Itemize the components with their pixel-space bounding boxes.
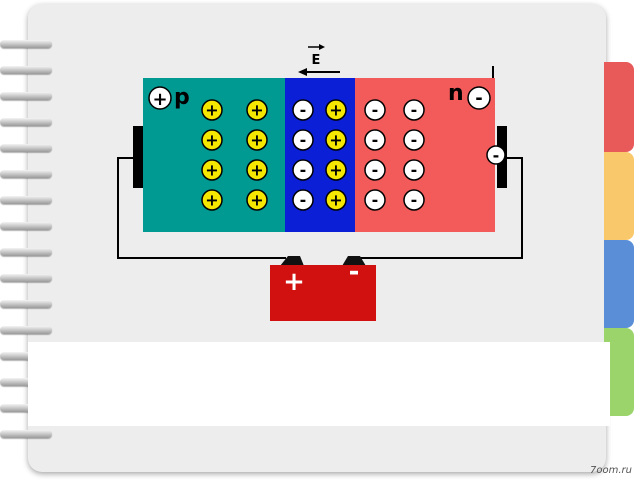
p-region-ion-sign: + (250, 101, 263, 120)
binding-ring (0, 40, 52, 48)
depletion-negative-ion (292, 129, 314, 151)
n-region-ion-sign: - (411, 131, 418, 150)
depletion-negative-ion (292, 159, 314, 181)
right-terminal-charge: - (467, 86, 491, 110)
binding-ring (0, 430, 52, 438)
p-region-ion-sign: + (205, 101, 218, 120)
p-region-ion-sign: + (250, 191, 263, 210)
p-region-ion-sign: + (205, 191, 218, 210)
battery: + - (270, 256, 376, 321)
n-region-ion-sign: - (372, 161, 379, 180)
binding-ring (0, 170, 52, 178)
depletion-positive-ion-sign: + (329, 101, 342, 120)
p-region-ion-sign: + (205, 131, 218, 150)
p-region-ion-sign: + (250, 131, 263, 150)
n-region-ion (364, 189, 386, 211)
p-region-ion (246, 129, 268, 151)
p-region-ion (246, 99, 268, 121)
battery-body (270, 265, 376, 321)
tab-red[interactable] (604, 62, 634, 152)
p-region-ion (246, 159, 268, 181)
binding-ring (0, 66, 52, 74)
n-region-ion (403, 159, 425, 181)
tab-blue[interactable] (604, 240, 634, 328)
binding-ring (0, 352, 52, 360)
p-region-ion-sign: + (250, 161, 263, 180)
n-label: n (448, 81, 464, 106)
blank-text-band (28, 342, 610, 426)
p-region-ion (201, 129, 223, 151)
p-region-ion (201, 159, 223, 181)
n-region-ion (364, 129, 386, 151)
left-terminal-sign: + (152, 89, 167, 110)
depletion-positive-ion-sign: + (329, 131, 342, 150)
electric-field-vector: E (298, 44, 340, 76)
binding-ring (0, 144, 52, 152)
depletion-positive-ion (325, 189, 347, 211)
n-region-ion-sign: - (372, 131, 379, 150)
p-region-ion (201, 189, 223, 211)
n-region-ion-sign: - (411, 191, 418, 210)
electrode-charge: - (486, 145, 506, 165)
right-terminal-sign: - (475, 88, 482, 109)
depletion-negative-ion-sign: - (300, 101, 307, 120)
battery-minus: - (349, 257, 360, 287)
binding-ring (0, 118, 52, 126)
n-region-ion (364, 99, 386, 121)
n-region-ion (364, 159, 386, 181)
binding-ring (0, 326, 52, 334)
depletion-region (285, 78, 355, 232)
depletion-negative-ion-sign: - (300, 131, 307, 150)
depletion-negative-ion-sign: - (300, 191, 307, 210)
p-region-ion (201, 99, 223, 121)
n-region-ion (403, 129, 425, 151)
depletion-positive-ion (325, 159, 347, 181)
depletion-negative-ion-sign: - (300, 161, 307, 180)
ion-charges: + + + + + + + + - - - - + + + + - - - - - - - - (201, 99, 425, 211)
binding-ring (0, 274, 52, 282)
n-region-ion-sign: - (372, 101, 379, 120)
electrode-sign: - (493, 146, 500, 165)
p-region-ion-sign: + (205, 161, 218, 180)
depletion-negative-ion (292, 189, 314, 211)
binding-ring (0, 196, 52, 204)
n-region-ion-sign: - (411, 101, 418, 120)
n-region-ion-sign: - (372, 191, 379, 210)
binding-ring (0, 404, 52, 412)
binding-ring (0, 300, 52, 308)
p-label: p (174, 85, 190, 110)
binding-ring (0, 248, 52, 256)
depletion-positive-ion-sign: + (329, 191, 342, 210)
n-region-ion (403, 99, 425, 121)
battery-plus: + (283, 267, 305, 297)
p-region-ion (246, 189, 268, 211)
depletion-positive-ion (325, 129, 347, 151)
depletion-negative-ion (292, 99, 314, 121)
binding-ring (0, 378, 52, 386)
circuit-wires (117, 66, 523, 259)
watermark: 7oom.ru (590, 465, 632, 476)
n-region-ion-sign: - (411, 161, 418, 180)
binding-ring (0, 92, 52, 100)
left-terminal-charge: + (148, 86, 172, 110)
tab-yellow[interactable] (604, 152, 634, 240)
left-electrode (133, 126, 143, 188)
depletion-positive-ion (325, 99, 347, 121)
field-label: E (312, 53, 321, 68)
n-region-ion (403, 189, 425, 211)
depletion-positive-ion-sign: + (329, 161, 342, 180)
binding-ring (0, 222, 52, 230)
